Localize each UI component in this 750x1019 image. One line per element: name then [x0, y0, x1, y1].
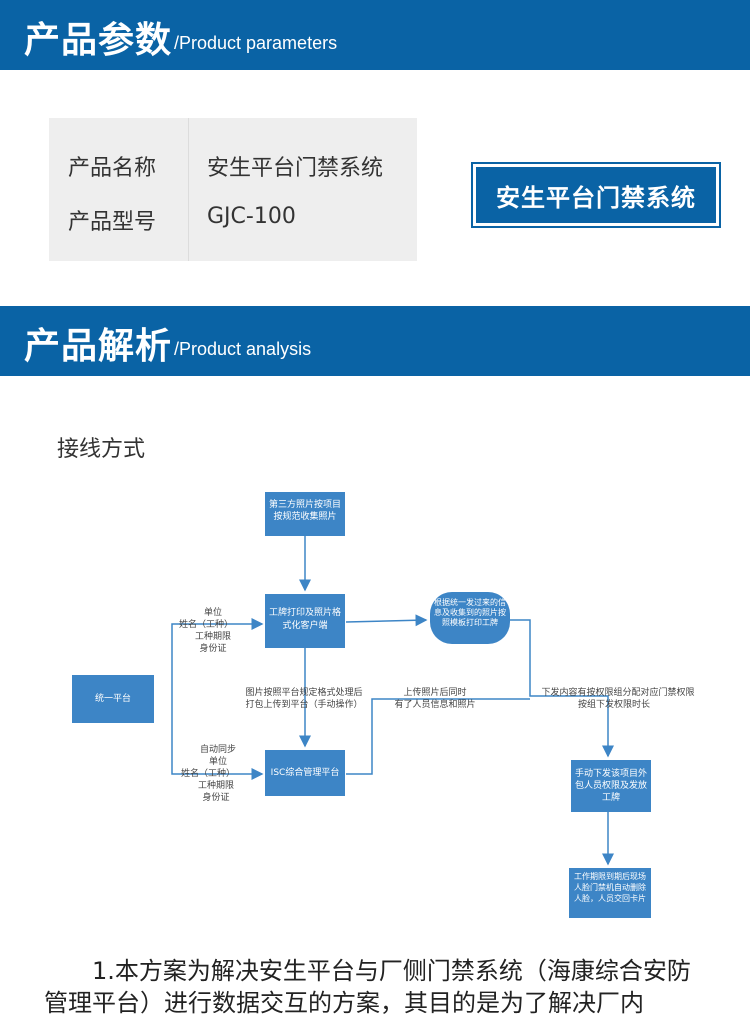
param-value-model: GJC-100 — [207, 204, 296, 229]
arrow-print-to-oval — [345, 614, 428, 627]
box-unified — [72, 675, 154, 723]
oval-print — [430, 592, 510, 644]
label-bottom-field: 单位 — [209, 755, 227, 767]
section-subtitle: /Product parameters — [174, 33, 338, 53]
label-issue: 下发内容有按权限组分配对应门禁权限 — [541, 686, 694, 698]
label-photo-process: 打包上传到平台（手动操作） — [245, 698, 362, 710]
params-table: 产品名称 安生平台门禁系统 产品型号 GJC-100 — [49, 118, 417, 261]
box-auto-delete-text: 工作期限到期后现场人脸门禁机自动删除人脸，人员交回卡片 — [574, 872, 646, 903]
header-band-parameters: 产品参数 /Product parameters — [0, 0, 750, 70]
params-divider — [188, 118, 189, 261]
box-third-party — [265, 492, 345, 536]
arrow-oval-to-manual — [510, 619, 614, 758]
label-photo-process: 图片按照平台规定格式处理后 — [245, 686, 362, 698]
box-badge-print — [265, 594, 345, 648]
label-bottom-field: 工种期限 — [198, 779, 234, 791]
section-title: 产品参数 — [24, 20, 173, 61]
label-bottom-field: 身份证 — [202, 791, 229, 803]
box-badge-print-text: 工牌打印及照片格式化客户端 — [268, 608, 341, 631]
label-top-field: 工种期限 — [195, 630, 231, 642]
label-top-field: 姓名（工种） — [179, 618, 233, 630]
label-top-field: 身份证 — [199, 642, 226, 654]
param-label-name: 产品名称 — [68, 156, 157, 181]
box-manual-issue-text: 手动下发该项目外包人员权限及发放工牌 — [574, 769, 647, 803]
box-isc — [265, 750, 345, 796]
label-upload: 上传照片后同时 — [403, 686, 466, 698]
section-title: 产品解析 — [24, 326, 173, 367]
section-subtitle: /Product analysis — [174, 339, 312, 359]
box-manual-issue — [571, 760, 651, 812]
box-auto-delete — [569, 868, 651, 918]
box-third-party-text: 第三方照片按项目按规范收集照片 — [268, 500, 341, 522]
label-bottom-field: 姓名（工种） — [181, 767, 235, 779]
label-upload: 有了人员信息和照片 — [394, 698, 475, 710]
param-value-name: 安生平台门禁系统 — [207, 156, 384, 181]
param-label-model: 产品型号 — [68, 210, 157, 235]
box-isc-text: ISC综合管理平台 — [270, 768, 340, 778]
header-band-analysis: 产品解析 /Product analysis — [0, 306, 750, 376]
wiring-method-label: 接线方式 — [57, 437, 146, 462]
arrow-unified-to-isc — [171, 700, 264, 780]
wiring-flowchart: 第三方照片按项目按规范收集照片 工牌打印及照片格式化客户端 统一平台 ISC综合… — [72, 492, 695, 918]
label-issue: 按组下发权限时长 — [578, 698, 650, 710]
arrow-isc-to-issue — [346, 698, 530, 775]
label-top-field: 单位 — [204, 606, 222, 618]
label-bottom-field: 自动同步 — [200, 743, 236, 755]
intro-paragraph: 1.本方案为解决安生平台与厂侧门禁系统（海康综合安防管理平台）进行数据交互的方案… — [44, 957, 691, 1017]
product-badge: 安生平台门禁系统 — [471, 162, 721, 228]
arrow-unified-to-print — [171, 618, 264, 700]
box-unified-text: 统一平台 — [94, 694, 131, 704]
oval-print-text: 根据统一发过来的信息及收集到的照片按照模板打印工牌 — [434, 598, 506, 627]
